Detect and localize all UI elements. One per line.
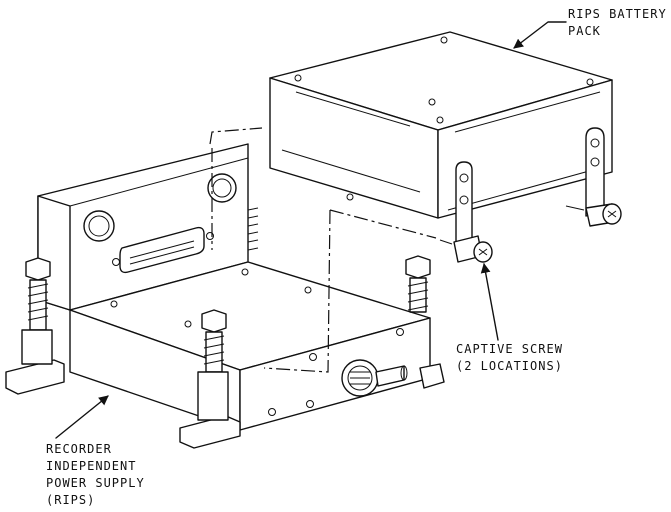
battery-label-line1: RIPS BATTERY xyxy=(568,7,667,21)
screw-label-line1: CAPTIVE SCREW xyxy=(456,342,563,356)
captive-screw-left xyxy=(439,161,493,263)
rips-label-line1: RECORDER xyxy=(46,442,112,456)
battery-pack-label: RIPS BATTERY PACK xyxy=(568,6,667,40)
rips-label: RECORDER INDEPENDENT POWER SUPPLY (RIPS) xyxy=(46,441,145,509)
rips-unit xyxy=(5,143,445,449)
rips-leader xyxy=(55,395,109,439)
battery-leader xyxy=(513,21,567,49)
rips-label-line4: (RIPS) xyxy=(46,493,96,507)
battery-label-line2: PACK xyxy=(568,24,601,38)
alignment-line-top xyxy=(209,127,263,145)
screw-label-line2: (2 LOCATIONS) xyxy=(456,359,563,373)
alignment-line-center xyxy=(263,209,331,373)
screw-leader xyxy=(480,263,499,341)
hold-down-bolt-left xyxy=(21,257,53,365)
alignment-line-screw xyxy=(329,209,437,239)
rips-label-line2: INDEPENDENT xyxy=(46,459,137,473)
rips-label-line3: POWER SUPPLY xyxy=(46,476,145,490)
battery-pack xyxy=(269,31,613,219)
hold-down-bolt-right xyxy=(405,255,431,313)
hold-down-bolt-middle xyxy=(197,309,229,421)
captive-screw-right xyxy=(565,127,622,227)
captive-screw-label: CAPTIVE SCREW (2 LOCATIONS) xyxy=(456,341,563,375)
